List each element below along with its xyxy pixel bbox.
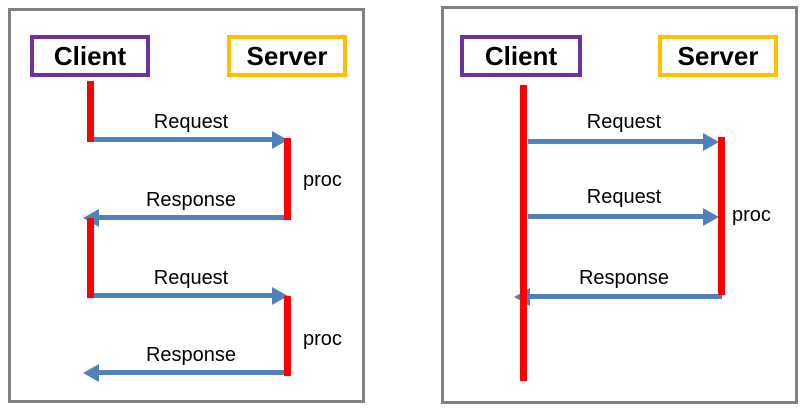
message-label: Request bbox=[586, 111, 662, 133]
client-actor-box: Client bbox=[30, 35, 150, 77]
pipelined-diagram-panel: Client Server Request Request Response p… bbox=[441, 6, 798, 404]
server-actor-box: Server bbox=[658, 35, 778, 77]
server-actor-label: Server bbox=[246, 40, 328, 71]
request-arrow bbox=[94, 137, 273, 142]
server-actor-label: Server bbox=[677, 40, 759, 71]
server-actor-box: Server bbox=[227, 35, 347, 77]
server-activation-bar bbox=[718, 137, 725, 295]
client-actor-label: Client bbox=[53, 40, 127, 71]
client-actor-box: Client bbox=[460, 35, 582, 77]
client-activation-bar bbox=[87, 218, 94, 298]
proc-label: proc bbox=[303, 328, 342, 350]
message-label: Response bbox=[578, 267, 670, 289]
message-label: Request bbox=[153, 111, 229, 133]
server-activation-bar bbox=[284, 138, 291, 220]
client-actor-label: Client bbox=[484, 40, 558, 71]
request-arrow bbox=[528, 214, 704, 219]
response-arrow bbox=[529, 294, 722, 299]
client-activation-bar bbox=[87, 81, 94, 142]
proc-label: proc bbox=[732, 204, 771, 226]
response-arrow bbox=[98, 215, 287, 220]
proc-label: proc bbox=[303, 169, 342, 191]
request-arrow bbox=[94, 293, 273, 298]
request-arrow bbox=[528, 139, 704, 144]
client-activation-bar bbox=[520, 85, 527, 381]
message-label: Request bbox=[153, 267, 229, 289]
response-arrow bbox=[98, 370, 287, 375]
server-activation-bar bbox=[284, 296, 291, 376]
message-label: Response bbox=[145, 189, 237, 211]
sequential-diagram-panel: Client Server Request Response Request R… bbox=[8, 8, 365, 403]
message-label: Response bbox=[145, 344, 237, 366]
message-label: Request bbox=[586, 186, 662, 208]
